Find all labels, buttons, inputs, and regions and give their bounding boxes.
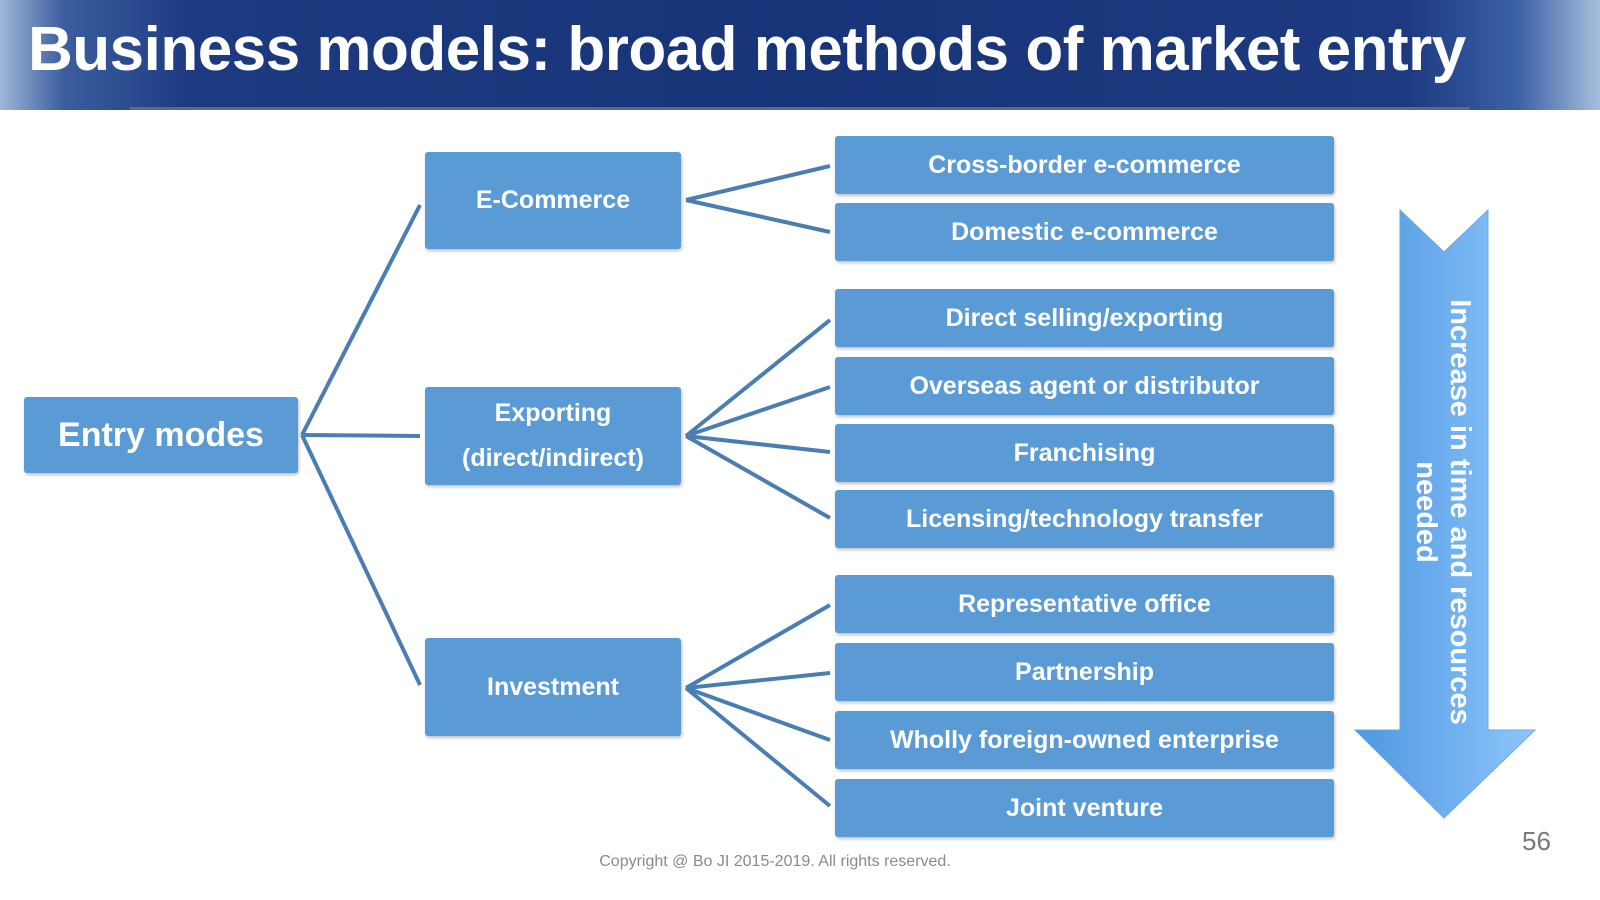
e-commerce-box: E-Commerce <box>425 152 681 249</box>
page-number: 56 <box>1522 826 1551 856</box>
connector-line <box>300 204 422 436</box>
leaf-direct-selling: Direct selling/exporting <box>835 289 1334 347</box>
connector-line <box>300 434 422 686</box>
leaf-domestic-ecommerce: Domestic e-commerce <box>835 203 1334 261</box>
exporting-box: Exporting (direct/indirect) <box>425 387 681 485</box>
leaf-wfoe: Wholly foreign-owned enterprise <box>835 711 1334 769</box>
title-rule <box>130 107 1470 110</box>
arrow-label: Increase in time and resources needed <box>1410 299 1476 725</box>
entry-modes-box: Entry modes <box>24 397 298 473</box>
connector-line <box>685 671 831 690</box>
connector-line <box>685 603 831 690</box>
connector-line <box>684 686 832 808</box>
leaf-partnership: Partnership <box>835 643 1334 701</box>
investment-box: Investment <box>425 638 681 736</box>
title-banner: Business models: broad methods of market… <box>0 0 1600 110</box>
leaf-representative-office: Representative office <box>835 575 1334 633</box>
slide-title: Business models: broad methods of market… <box>28 15 1466 84</box>
connector-line <box>685 164 831 202</box>
down-arrow-icon <box>1353 208 1537 819</box>
connector-line <box>684 318 832 438</box>
connector-line <box>685 198 831 234</box>
leaf-cross-border-ecommerce: Cross-border e-commerce <box>835 136 1334 194</box>
leaf-joint-venture: Joint venture <box>835 779 1334 837</box>
copyright-footer: Copyright @ Bo JI 2015-2019. All rights … <box>599 853 951 870</box>
connector-line <box>685 434 831 454</box>
connector-line <box>685 686 831 742</box>
leaf-overseas-agent: Overseas agent or distributor <box>835 357 1334 415</box>
connector-line <box>685 385 831 438</box>
connector-line <box>301 433 421 438</box>
leaf-licensing: Licensing/technology transfer <box>835 490 1334 548</box>
connector-line <box>685 434 831 520</box>
leaf-franchising: Franchising <box>835 424 1334 482</box>
